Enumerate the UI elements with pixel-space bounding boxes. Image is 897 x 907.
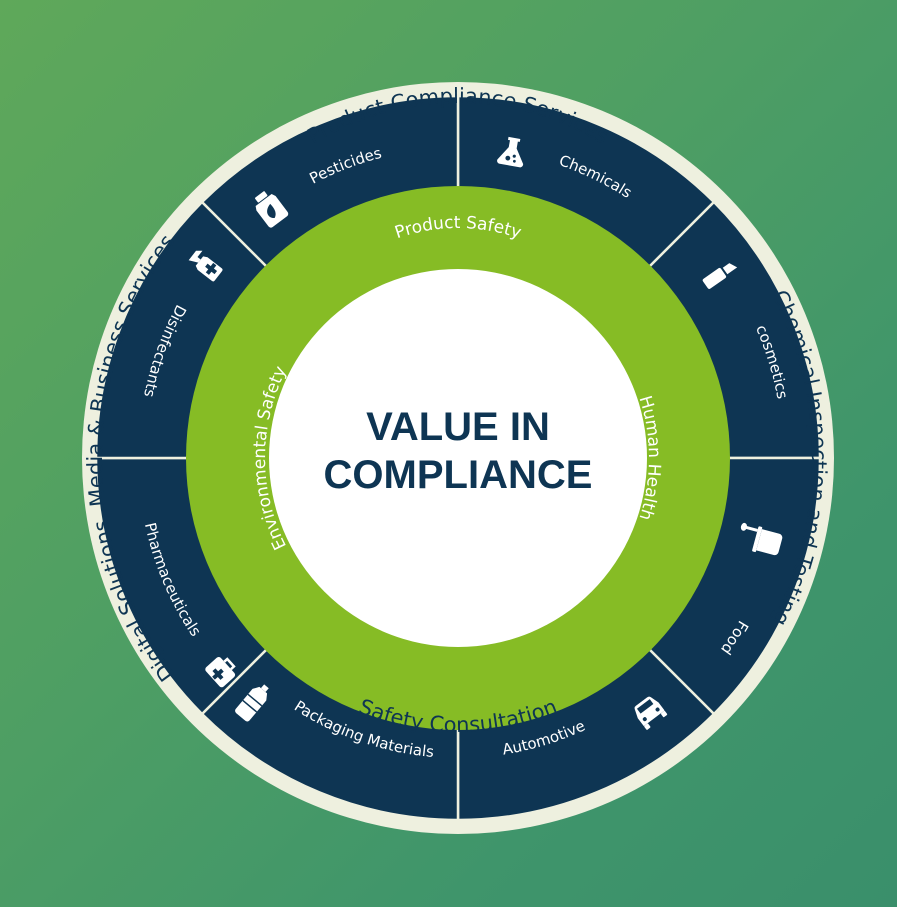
car-icon bbox=[634, 696, 668, 730]
center-title-line2: COMPLIANCE bbox=[324, 453, 593, 497]
medical-kit-icon bbox=[205, 657, 236, 688]
spray-bottle-icon bbox=[188, 250, 223, 282]
center-circle bbox=[269, 269, 647, 647]
flask-icon bbox=[497, 136, 524, 168]
pesticide-bottle-icon bbox=[255, 191, 289, 228]
segment-ring: ChemicalscosmeticsFoodAutomotivePackagin… bbox=[94, 94, 822, 822]
center-title-line1: VALUE IN bbox=[366, 405, 550, 449]
food-jar-icon bbox=[740, 522, 783, 556]
bottle-icon bbox=[235, 684, 269, 722]
lipstick-icon bbox=[702, 263, 738, 289]
